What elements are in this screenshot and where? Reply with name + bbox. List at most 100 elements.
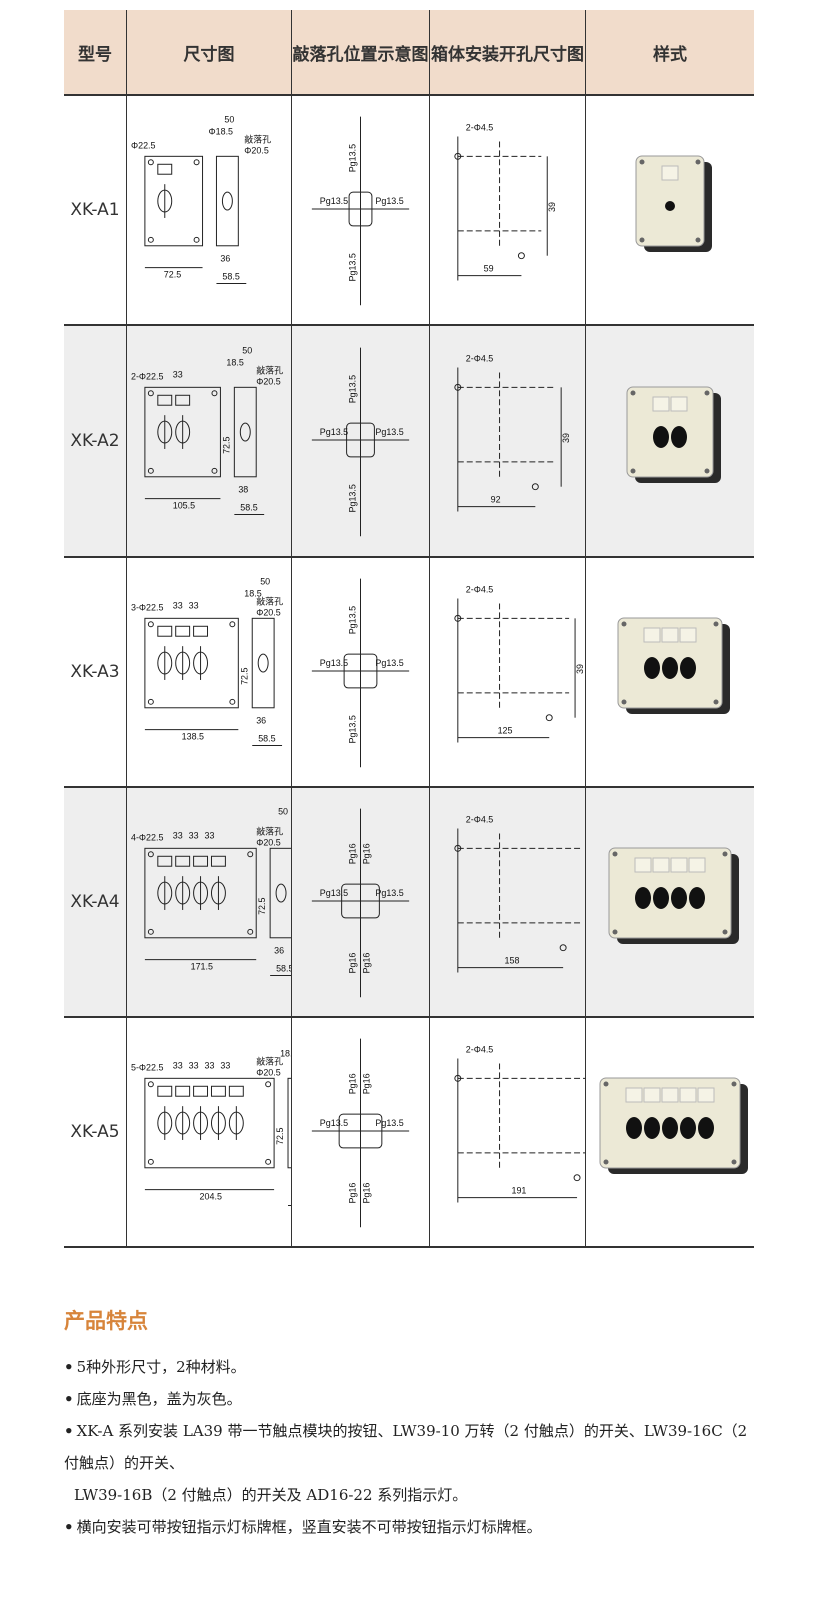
button-hole	[689, 887, 705, 909]
screw-hole	[147, 1081, 154, 1088]
knockout-right-label: Pg13.5	[375, 888, 403, 898]
hole-spec-label: 3-Φ22.5	[131, 602, 164, 612]
side-view-outline	[215, 155, 239, 247]
label-frame	[679, 627, 697, 643]
label-frame	[193, 1085, 209, 1097]
horizontal-dimension-label: 191	[511, 1186, 526, 1196]
knockout-label: 敲落孔	[256, 825, 283, 836]
side-diameter-label: 18.5	[280, 1048, 291, 1058]
knockout-label: 敲落孔	[256, 364, 283, 375]
knockout-left-label: Pg13.5	[320, 427, 348, 437]
knockout-bottom-label-2: Pg16	[361, 953, 371, 974]
mounting-hole	[559, 944, 567, 952]
knockout-bottom-label-2: Pg16	[361, 1183, 371, 1204]
enclosure-photo	[599, 1077, 748, 1174]
mounting-hole-label: 2-Φ4.5	[466, 123, 494, 133]
pitch-label: 33	[173, 830, 183, 840]
total-depth-label: 58.5	[276, 964, 291, 974]
knockout-label: 敲落孔	[256, 595, 283, 606]
button-hole	[680, 657, 696, 679]
screw-hole	[193, 236, 200, 243]
screw-hole	[211, 390, 218, 397]
label-frame	[670, 396, 688, 412]
cover-screw	[630, 390, 636, 396]
dimension-drawing: 5-Φ22.533333333204.518.55072.5敲落孔Φ20.536…	[131, 1048, 291, 1207]
height-label: 72.5	[257, 897, 267, 914]
style-photo-cell	[586, 1018, 754, 1246]
knockout-right-label: Pg13.5	[375, 427, 403, 437]
features-section: 产品特点 •5种外形尺寸，2种材料。•底座为黑色，盖为灰色。•XK-A 系列安装…	[64, 1305, 764, 1543]
label-frame	[157, 855, 173, 867]
label-frame	[210, 1085, 226, 1097]
knockout-top-label: Pg13.5	[348, 375, 358, 403]
knockout-right-label: Pg13.5	[375, 1118, 403, 1128]
depth-label: 38	[238, 485, 248, 495]
knockout-bottom-label: Pg13.5	[348, 253, 358, 281]
feature-text-continued: LW39-16B（2 付触点）的开关及 AD16-22 系列指示灯。	[74, 1486, 468, 1504]
total-depth-label: 58.5	[258, 734, 275, 744]
model-cell: XK-A3	[64, 558, 127, 786]
header-mounting-cutout: 箱体安装开孔尺寸图	[430, 10, 586, 94]
screw-hole	[211, 467, 218, 474]
width-label: 138.5	[182, 732, 204, 742]
cover-screw	[612, 851, 618, 857]
width-label: 204.5	[200, 1192, 222, 1202]
screw-hole	[247, 851, 254, 858]
side-top-label: 50	[260, 577, 270, 587]
model-cell: XK-A4	[64, 788, 127, 1016]
label-frame	[210, 855, 226, 867]
screw-hole	[193, 159, 200, 166]
model-cell: XK-A2	[64, 326, 127, 556]
feature-text: XK-A 系列安装 LA39 带一节触点模块的按钮、LW39-10 万转（2 付…	[64, 1422, 748, 1472]
knockout-right-label: Pg13.5	[375, 196, 403, 206]
pitch-label: 33	[205, 1060, 215, 1070]
cover-screw	[731, 1081, 737, 1087]
hole-spec-label: 4-Φ22.5	[131, 832, 164, 842]
button-hole	[653, 887, 669, 909]
label-frame	[175, 625, 191, 637]
width-label: 171.5	[191, 962, 213, 972]
height-label: 72.5	[275, 1127, 285, 1144]
button-hole	[698, 1117, 714, 1139]
pitch-label: 33	[173, 600, 183, 610]
mounting-hole-label: 2-Φ4.5	[466, 354, 494, 364]
label-frame	[228, 1085, 244, 1097]
button-hole	[671, 426, 687, 448]
label-frame	[175, 394, 191, 406]
cover-screw	[695, 237, 701, 243]
bullet-icon: •	[64, 1518, 74, 1536]
label-frame	[175, 855, 191, 867]
enclosure-photo	[635, 155, 712, 252]
knockout-diameter-label: Φ20.5	[244, 145, 269, 155]
mounting-cutout-diagram: 2-Φ4.515839	[454, 815, 584, 973]
knockout-bottom-label: Pg16	[348, 1183, 358, 1204]
enclosure-photo	[617, 617, 730, 714]
pitch-label: 33	[173, 1060, 183, 1070]
side-top-label: 50	[278, 807, 288, 817]
label-frame	[652, 857, 670, 873]
cover-screw	[695, 159, 701, 165]
cover-screw	[612, 929, 618, 935]
screw-hole	[265, 1081, 272, 1088]
label-frame	[625, 1087, 643, 1103]
vertical-dimension-label: 39	[575, 664, 585, 674]
knockout-top-label: Pg16	[348, 1073, 358, 1094]
knockout-diameter-label: Φ20.5	[256, 607, 281, 617]
knockout-top-label-2: Pg16	[361, 843, 371, 864]
mounting-hole	[573, 1174, 581, 1182]
side-top-label: 50	[224, 115, 234, 125]
hole-spec-label: 5-Φ22.5	[131, 1062, 164, 1072]
label-frame	[679, 1087, 697, 1103]
cover-screw	[630, 468, 636, 474]
